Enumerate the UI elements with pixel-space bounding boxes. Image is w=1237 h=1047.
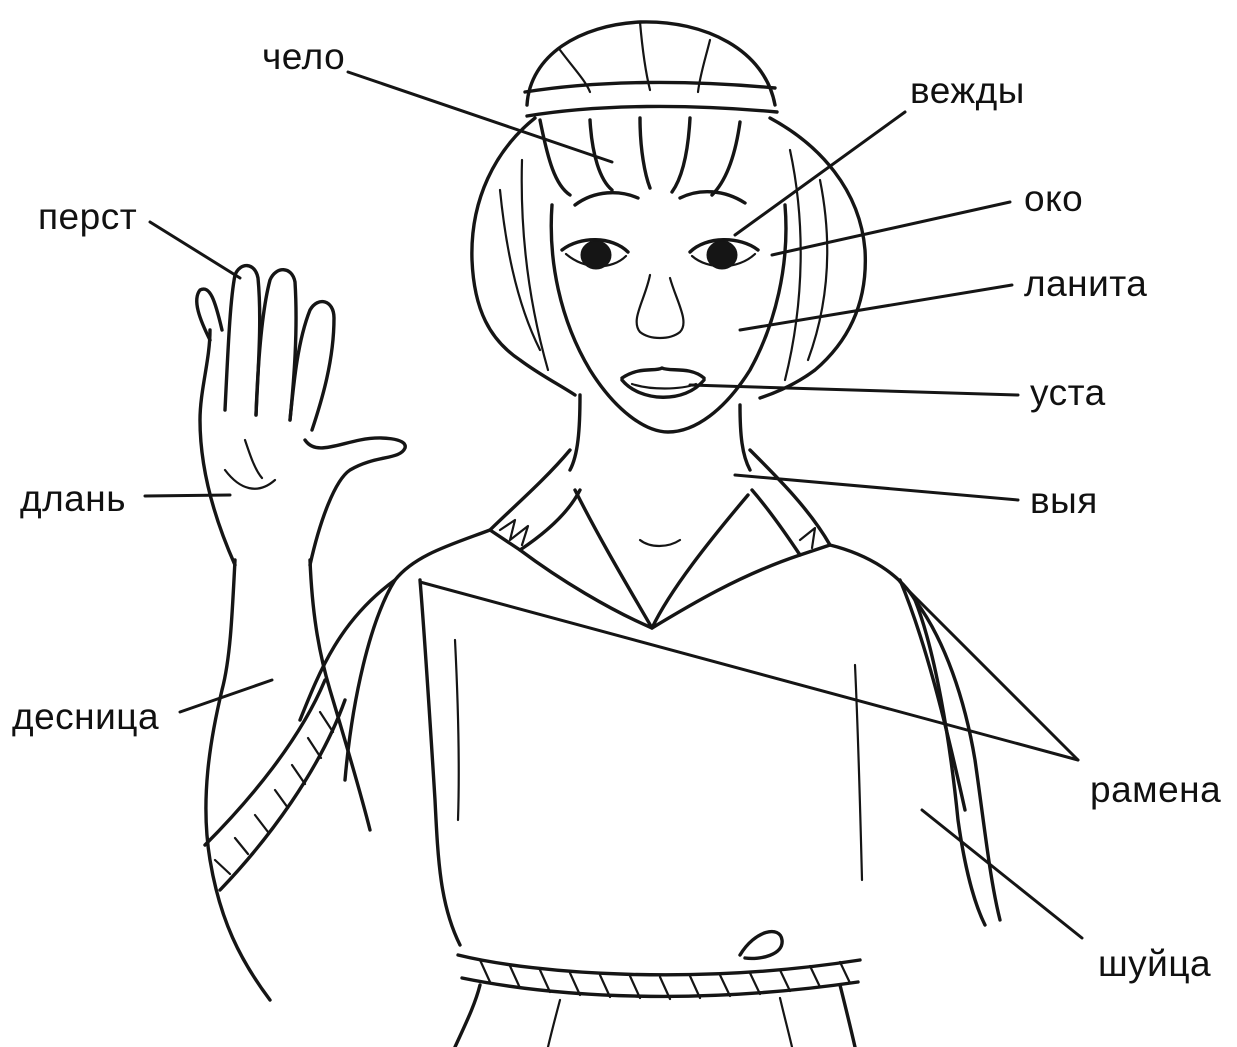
label-oko: око: [1024, 180, 1083, 217]
raised-arm: [197, 266, 405, 1000]
label-ramena: рамена: [1090, 771, 1221, 808]
label-usta: уста: [1030, 374, 1106, 411]
hair: [472, 22, 865, 398]
label-vezhdy: вежды: [910, 72, 1025, 109]
label-vyya: выя: [1030, 482, 1098, 519]
label-dlan: длань: [20, 480, 126, 517]
label-desnitsa: десница: [12, 698, 159, 735]
label-perst: перст: [38, 198, 137, 235]
label-lanita: ланита: [1024, 265, 1147, 302]
shirt: [300, 530, 1000, 1047]
label-chelo: чело: [262, 38, 345, 75]
label-shuitsa: шуйца: [1098, 945, 1211, 982]
face: [551, 192, 786, 432]
collar: [490, 450, 830, 628]
